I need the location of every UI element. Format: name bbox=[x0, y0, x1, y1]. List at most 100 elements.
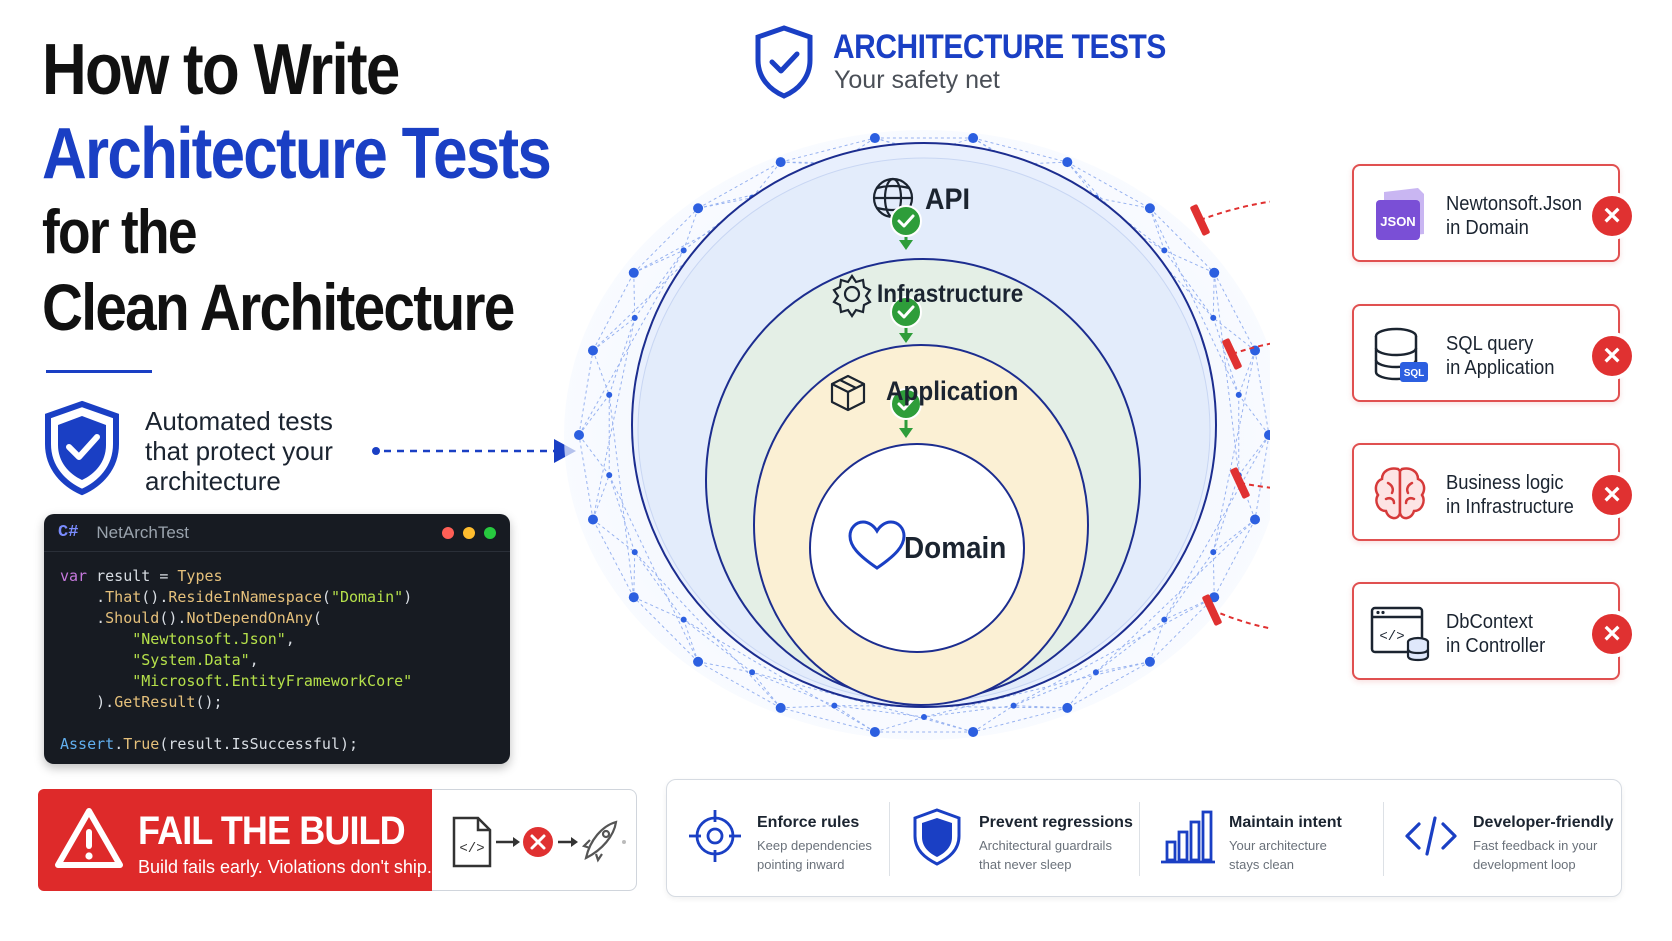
title-line-3: for the bbox=[42, 198, 198, 267]
violation-card-sql[interactable]: SQL SQL query in Application × bbox=[1352, 304, 1632, 402]
benefit-developer-friendly: Developer-friendly Fast feedback in your… bbox=[1383, 780, 1621, 898]
target-icon bbox=[689, 810, 741, 862]
benefit-desc: Keep dependencies pointing inward bbox=[757, 836, 917, 874]
mesh-node bbox=[1264, 430, 1270, 440]
mesh-node bbox=[775, 702, 786, 713]
page-title: How to Write Architecture Tests for the … bbox=[42, 34, 633, 340]
benefit-desc-line-1: Fast feedback in your bbox=[1473, 838, 1598, 853]
mesh-node bbox=[1210, 549, 1217, 556]
mesh-node bbox=[1144, 656, 1155, 667]
x-circle-icon: × bbox=[1592, 336, 1632, 376]
code-title: NetArchTest bbox=[96, 522, 189, 542]
mesh-node bbox=[1161, 247, 1168, 254]
benefit-prevent-regressions: Prevent regressions Architectural guardr… bbox=[889, 780, 1133, 898]
rocket-icon bbox=[581, 820, 618, 863]
benefit-desc-line-1: Your architecture bbox=[1229, 838, 1327, 853]
mesh-node bbox=[680, 247, 687, 254]
title-line-1: How to Write bbox=[42, 30, 400, 110]
domain-circle bbox=[809, 443, 1025, 653]
gear-icon bbox=[832, 274, 872, 318]
intro-line-3: architecture bbox=[145, 466, 281, 496]
check-arrow-icon bbox=[890, 388, 922, 438]
brain-icon bbox=[1374, 467, 1426, 520]
build-flow-icons: </> bbox=[452, 816, 626, 868]
divider bbox=[889, 802, 890, 876]
svg-text:</>: </> bbox=[1379, 629, 1404, 645]
code-line: "System.Data", bbox=[132, 651, 259, 669]
layer-label-domain: Domain bbox=[904, 530, 1007, 565]
mesh-node bbox=[1209, 267, 1220, 278]
mesh-node bbox=[1210, 314, 1217, 321]
violation-card-json[interactable]: JSON Newtonsoft.Json in Domain × bbox=[1352, 164, 1632, 262]
benefit-desc-line-1: Architectural guardrails bbox=[979, 838, 1112, 853]
benefit-desc-line-2: pointing inward bbox=[757, 857, 845, 872]
violation-connector bbox=[1222, 338, 1270, 370]
code-window: C# NetArchTest var result = Types .That(… bbox=[44, 514, 510, 764]
svg-text:JSON: JSON bbox=[1380, 214, 1415, 229]
json-file-icon: JSON bbox=[1376, 188, 1424, 240]
mesh-node bbox=[869, 133, 880, 144]
benefit-desc-line-1: Keep dependencies bbox=[757, 838, 872, 853]
violation-text: Newtonsoft.Json in Domain bbox=[1446, 192, 1584, 240]
database-icon: SQL bbox=[1374, 327, 1428, 382]
mesh-node bbox=[606, 391, 613, 398]
mesh-node bbox=[968, 726, 979, 737]
benefit-desc: Architectural guardrails that never slee… bbox=[979, 836, 1139, 874]
violation-text: SQL query in Application bbox=[1446, 332, 1584, 380]
code-line: ).GetResult(); bbox=[60, 693, 223, 711]
violation-card-dbcontext[interactable]: </> DbContext in Controller × bbox=[1352, 582, 1632, 680]
code-line: .That().ResideInNamespace("Domain") bbox=[60, 588, 413, 606]
check-arrow-icon bbox=[890, 205, 922, 250]
mesh-node bbox=[693, 656, 704, 667]
x-circle-icon: × bbox=[1592, 475, 1632, 515]
intro-line-1: Automated tests bbox=[145, 406, 333, 436]
mesh-node bbox=[1010, 702, 1017, 709]
code-brackets-icon bbox=[1405, 816, 1457, 856]
benefit-enforce-rules: Enforce rules Keep dependencies pointing… bbox=[667, 780, 887, 898]
code-line: "Microsoft.EntityFrameworkCore" bbox=[132, 672, 413, 690]
code-body: var result = Types .That().ResideInNames… bbox=[44, 552, 510, 764]
violation-line-2: in Application bbox=[1446, 357, 1555, 379]
benefit-title: Developer-friendly bbox=[1473, 814, 1614, 831]
package-icon bbox=[830, 374, 866, 412]
mesh-node bbox=[1144, 203, 1155, 214]
window-maximize-dot[interactable] bbox=[484, 526, 496, 539]
code-file-icon: </> bbox=[452, 816, 492, 868]
build-flow: </> bbox=[432, 789, 637, 891]
code-database-icon: </> bbox=[1370, 606, 1430, 662]
benefit-title: Prevent regressions bbox=[979, 814, 1133, 831]
violation-line-1: DbContext bbox=[1446, 611, 1533, 633]
x-circle-icon: × bbox=[1592, 196, 1632, 236]
code-line: .Should().NotDependOnAny( bbox=[60, 609, 322, 627]
mesh-node bbox=[968, 133, 979, 144]
window-close-dot[interactable] bbox=[442, 526, 454, 539]
mesh-node bbox=[680, 616, 687, 623]
violation-line-2: in Controller bbox=[1446, 635, 1546, 657]
mesh-node bbox=[1250, 514, 1261, 525]
bar-chart-icon bbox=[1161, 810, 1215, 864]
check-arrow-icon bbox=[890, 296, 922, 343]
window-minimize-dot[interactable] bbox=[463, 526, 475, 539]
violation-text: DbContext in Controller bbox=[1446, 610, 1584, 658]
svg-text:SQL: SQL bbox=[1404, 368, 1425, 379]
mesh-node bbox=[606, 472, 613, 479]
intro-line-2: that protect your bbox=[145, 436, 333, 466]
layer-label-application: Application bbox=[886, 376, 1019, 406]
code-header: C# NetArchTest bbox=[44, 514, 510, 552]
violation-card-business-logic[interactable]: Business logic in Infrastructure × bbox=[1352, 443, 1632, 541]
violation-connector bbox=[1230, 467, 1270, 499]
code-language: C# bbox=[58, 523, 79, 542]
violation-text: Business logic in Infrastructure bbox=[1446, 471, 1584, 519]
title-line-4: Clean Architecture bbox=[42, 270, 515, 344]
dependency-checks bbox=[890, 205, 922, 438]
intro-text: Automated tests that protect your archit… bbox=[145, 406, 375, 496]
mesh-node bbox=[631, 314, 638, 321]
shield-check-icon bbox=[45, 400, 119, 496]
mesh-node bbox=[1235, 391, 1242, 398]
diagram-title: ARCHITECTURE TESTS bbox=[833, 28, 1166, 66]
benefit-title: Enforce rules bbox=[757, 814, 860, 831]
mesh-node bbox=[587, 345, 598, 356]
mesh-node bbox=[749, 669, 756, 676]
benefits-bar: Enforce rules Keep dependencies pointing… bbox=[666, 779, 1622, 897]
violation-connector bbox=[1202, 594, 1270, 630]
